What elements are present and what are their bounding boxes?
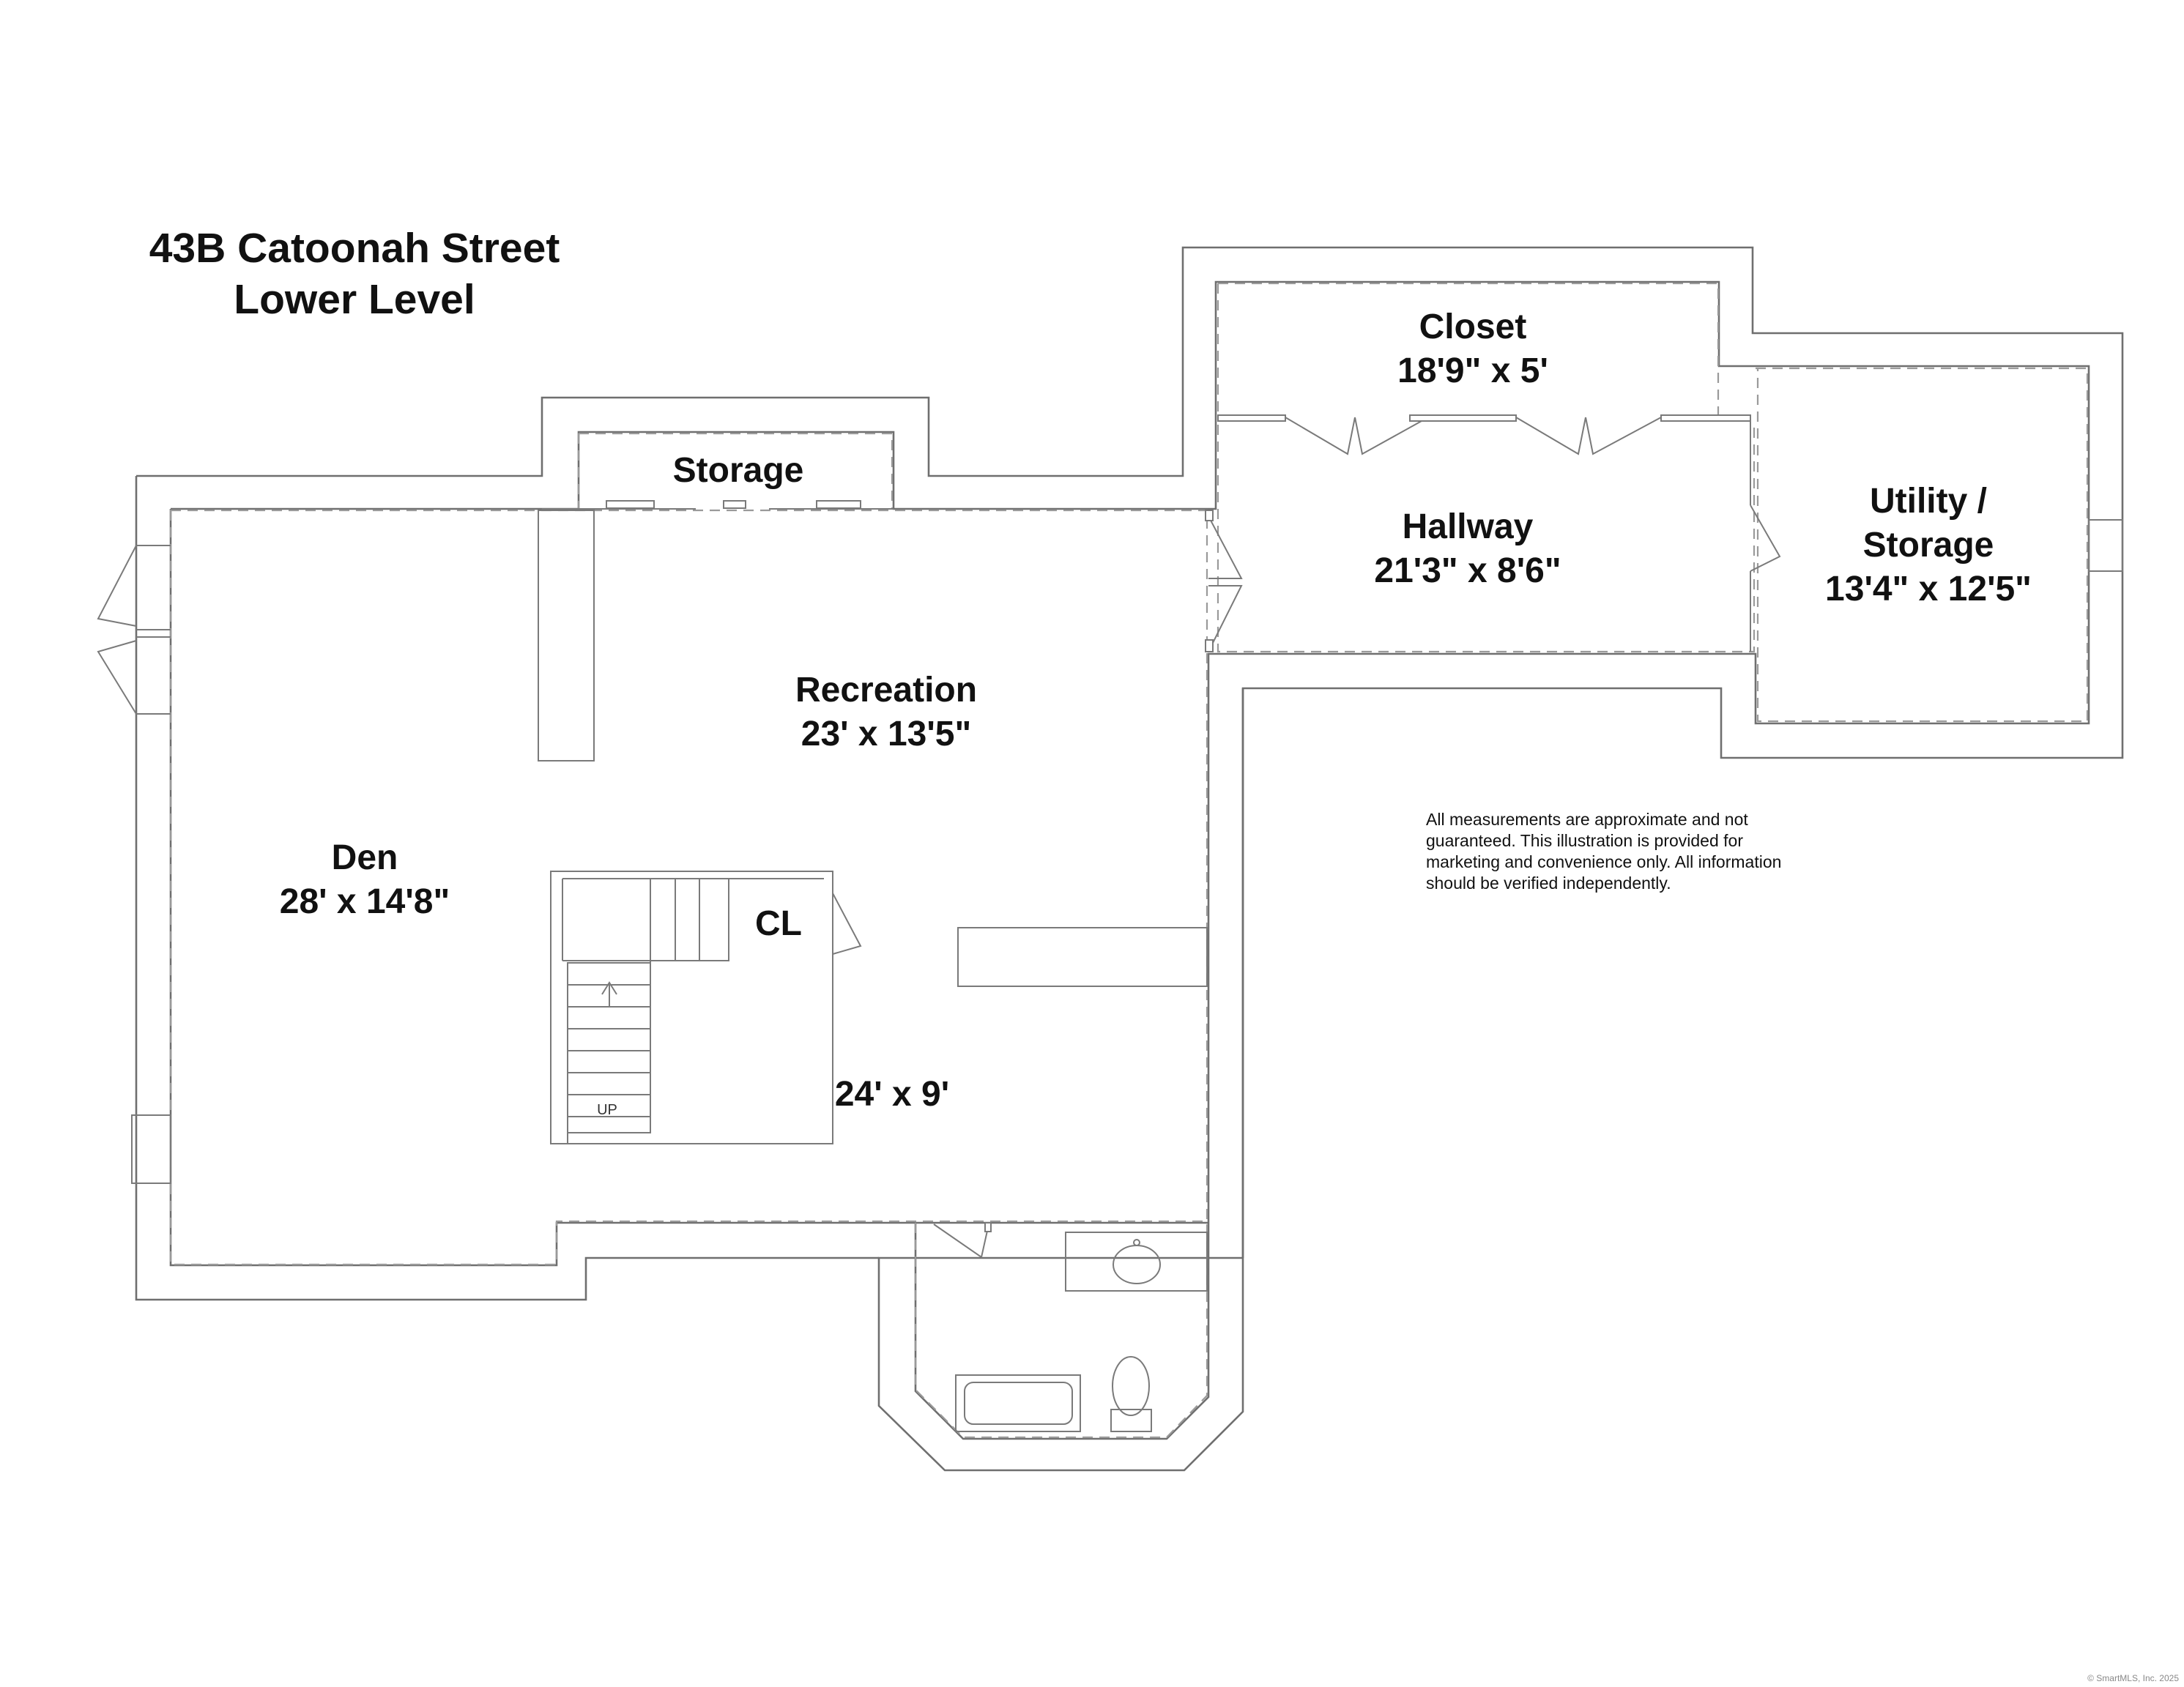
toilet-tank	[1110, 1409, 1152, 1432]
exterior-wall-outer-west	[135, 476, 1244, 1301]
east-window	[2088, 519, 2123, 572]
bath-outline	[914, 1223, 1208, 1439]
lower-area-size: 24' x 9'	[835, 1075, 949, 1114]
storage-door-right	[816, 500, 861, 509]
utility-label-1: Utility /	[1870, 482, 1987, 521]
closet-label: Closet	[1419, 308, 1527, 346]
disclaimer-line-4: should be verified independently.	[1426, 874, 1671, 893]
den-size: 28' x 14'8"	[280, 882, 450, 921]
title-line-1: 43B Catoonah Street	[149, 225, 560, 272]
copyright-text: © SmartMLS, Inc. 2025	[2087, 1673, 2179, 1683]
recreation-label: Recreation	[795, 671, 977, 710]
hallway-double-door	[1208, 515, 1243, 652]
stairs-up-label: UP	[597, 1102, 617, 1118]
column-partition	[538, 510, 595, 761]
utility-door	[1750, 504, 1781, 572]
west-bay-window	[97, 545, 137, 715]
kitchen-counter	[957, 927, 1208, 987]
bath-door-jamb	[984, 1222, 992, 1232]
sink-faucet	[1133, 1239, 1140, 1246]
hallway-door-jamb-top	[1205, 510, 1214, 521]
utility-label-2: Storage	[1863, 526, 1994, 565]
hallway-size: 21'3" x 8'6"	[1374, 551, 1561, 590]
west-window-lines	[136, 545, 171, 715]
recreation-size: 23' x 13'5"	[801, 715, 971, 753]
den-label: Den	[332, 838, 398, 877]
closet-door-frame-2	[1409, 414, 1517, 422]
west-window	[131, 1114, 171, 1184]
bath-door	[933, 1224, 989, 1259]
storage-door-left	[606, 500, 655, 509]
storage-door-mid	[723, 500, 746, 509]
toilet-bowl	[1112, 1356, 1150, 1416]
title-line-2: Lower Level	[234, 276, 475, 323]
closet-bifold-doors	[1285, 417, 1662, 455]
disclaimer-line-1: All measurements are approximate and not	[1426, 810, 1748, 829]
bathtub	[955, 1374, 1081, 1432]
closet-size: 18'9" x 5'	[1397, 351, 1548, 390]
stair-arrow	[601, 981, 617, 1007]
vanity-counter	[1065, 1232, 1208, 1292]
exterior-wall-inner	[171, 280, 2090, 1440]
bathtub-inner	[964, 1382, 1073, 1425]
utility-outline	[1756, 367, 2089, 723]
storage-label: Storage	[673, 451, 804, 490]
stair-treads-upper	[562, 878, 729, 961]
cl-closet-door	[832, 893, 862, 955]
sink-basin	[1113, 1245, 1161, 1284]
cl-label: CL	[755, 904, 802, 943]
closet-door-frame-3	[1660, 414, 1751, 422]
exterior-wall-outer	[136, 246, 2124, 1472]
disclaimer-line-3: marketing and convenience only. All info…	[1426, 852, 1781, 871]
hallway-door-jamb-bottom	[1205, 639, 1214, 652]
closet-outline	[1217, 282, 1720, 417]
exterior-wall-inner-west	[169, 509, 915, 1267]
closet-door-frame-1	[1217, 414, 1286, 422]
storage-outline	[577, 432, 894, 509]
utility-size: 13'4" x 12'5"	[1825, 570, 2032, 608]
hallway-label: Hallway	[1403, 507, 1534, 546]
hallway-outline	[1217, 425, 1756, 653]
disclaimer-line-2: guaranteed. This illustration is provide…	[1426, 831, 1743, 850]
